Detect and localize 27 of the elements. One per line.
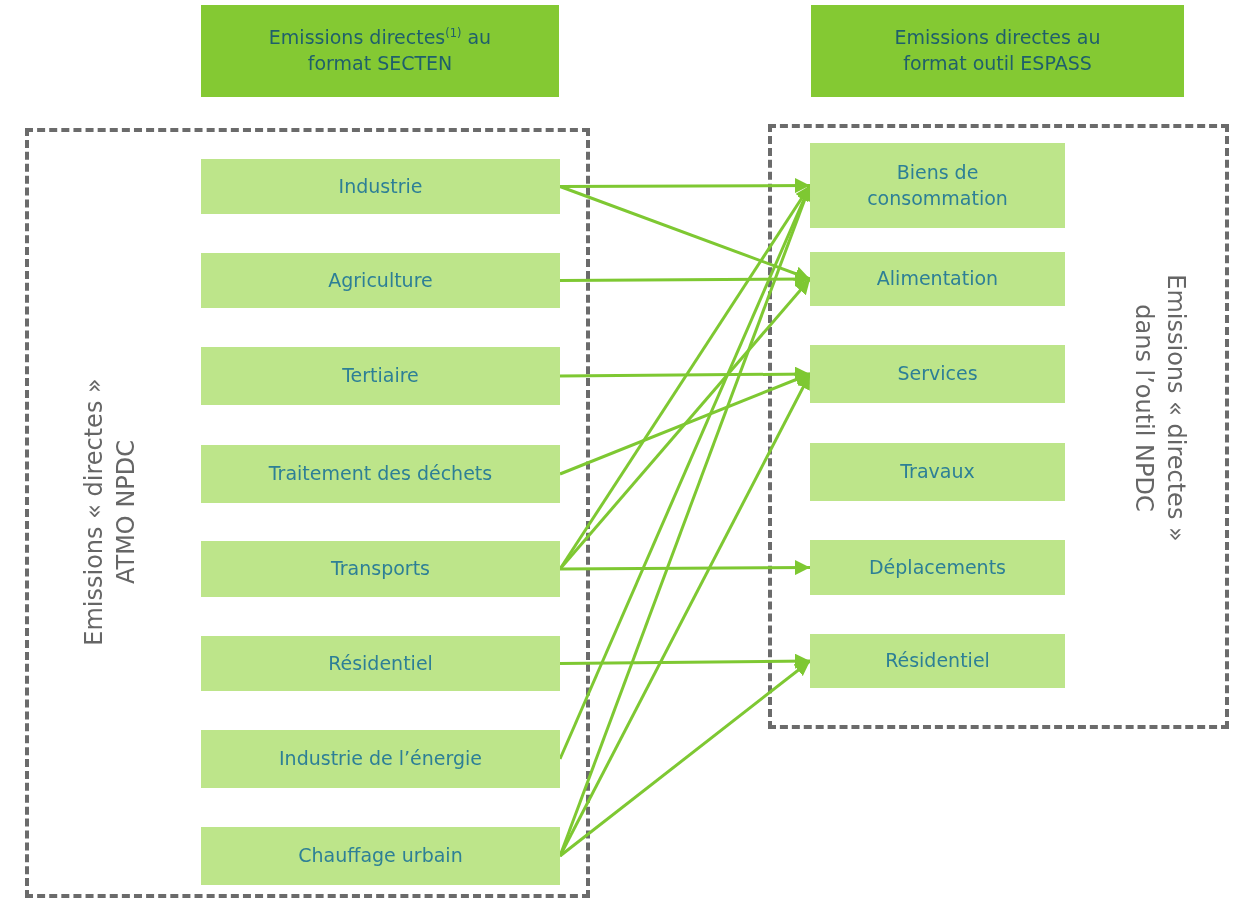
category-box: Alimentation — [810, 252, 1065, 306]
category-box: Agriculture — [201, 253, 560, 308]
category-box: Industrie de l’énergie — [201, 730, 560, 788]
category-box: Déplacements — [810, 540, 1065, 595]
arrow — [559, 659, 811, 858]
header-box: Emissions directes$^{(1)}$ au format SECTEN — [201, 5, 559, 97]
category-box: Travaux — [810, 443, 1065, 501]
category-box: Biens de consommation — [810, 143, 1065, 228]
group-title: Emissions « directes » dans l’outil NPDC — [1129, 273, 1192, 544]
arrow — [559, 185, 811, 281]
group-title: Emissions « directes » ATMO NPDC — [78, 377, 141, 648]
dashed-group-box — [768, 124, 1229, 729]
category-box: Résidentiel — [201, 636, 560, 691]
category-box: Services — [810, 345, 1065, 403]
category-box: Résidentiel — [810, 634, 1065, 688]
arrow — [560, 653, 810, 669]
arrow — [560, 178, 810, 194]
header-box: Emissions directes au format outil ESPASS — [811, 5, 1184, 97]
category-box: Chauffage urbain — [201, 827, 560, 885]
category-box: Traitement des déchets — [201, 445, 560, 503]
arrow — [560, 560, 810, 576]
category-box: Industrie — [201, 159, 560, 214]
category-box: Tertiaire — [201, 347, 560, 405]
dashed-group-box — [25, 128, 590, 898]
arrow — [559, 372, 811, 476]
category-box: Transports — [201, 541, 560, 597]
arrow — [560, 271, 810, 287]
